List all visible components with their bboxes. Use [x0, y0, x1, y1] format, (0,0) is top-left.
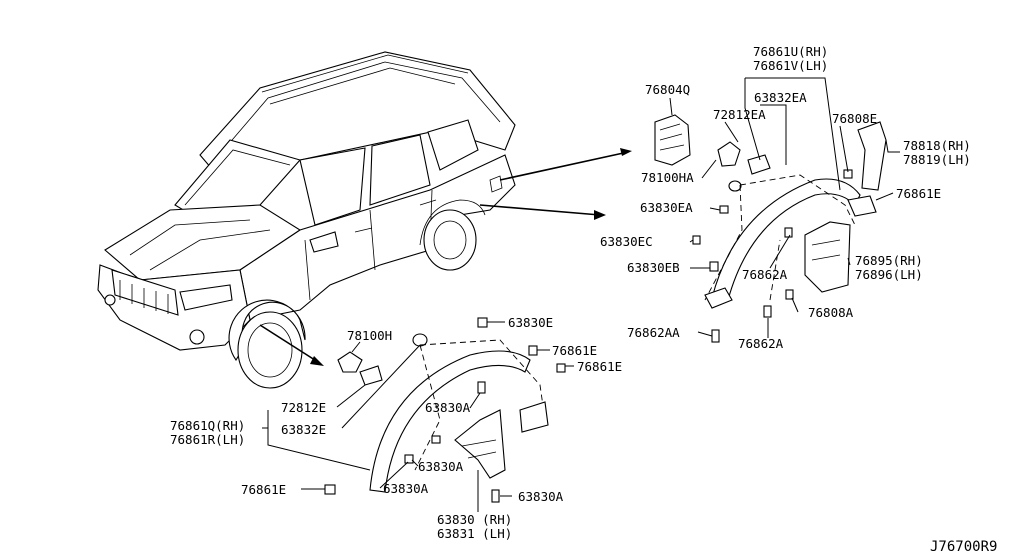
- callout-63830E: 63830E: [508, 315, 553, 330]
- front-fender-assembly: [324, 317, 566, 503]
- callout-78100HA: 78100HA: [641, 170, 694, 185]
- callout-76861U: 76861U(RH): [753, 44, 828, 59]
- leader-lines: [262, 77, 900, 512]
- callout-63830EA: 63830EA: [640, 200, 693, 215]
- callout-63830EC: 63830EC: [600, 234, 653, 249]
- vehicle-illustration: [97, 51, 516, 389]
- callout-76862A-1: 76862A: [742, 267, 788, 282]
- pointer-arrows: [259, 148, 632, 366]
- callout-76804Q: 76804Q: [645, 82, 690, 97]
- callout-76861V: 76861V(LH): [753, 58, 828, 73]
- callout-63830A-2: 63830A: [418, 459, 464, 474]
- screw-icons-front: [324, 317, 566, 503]
- callout-76862A-2: 76862A: [738, 336, 784, 351]
- callout-76861Q: 76861Q(RH): [170, 418, 245, 433]
- callout-63830EB: 63830EB: [627, 260, 680, 275]
- callout-63830A-4: 63830A: [518, 489, 564, 504]
- callout-76861R: 76861R(LH): [170, 432, 245, 447]
- callout-76861E-1: 76861E: [552, 343, 597, 358]
- callout-76861E-rear: 76861E: [896, 186, 941, 201]
- diagram-id-code: J76700R9: [930, 539, 997, 555]
- callout-76896: 76896(LH): [855, 267, 923, 282]
- callout-76808A: 76808A: [808, 305, 854, 320]
- callout-78100H: 78100H: [347, 328, 392, 343]
- callout-63832E: 63832E: [281, 422, 326, 437]
- callout-76861E-2: 76861E: [577, 359, 622, 374]
- callout-72812EA: 72812EA: [713, 107, 766, 122]
- callout-63830: 63830 (RH): [437, 512, 512, 527]
- rear-fender-assembly: [654, 114, 887, 343]
- callout-76862AA: 76862AA: [627, 325, 680, 340]
- callout-63830A-1: 63830A: [425, 400, 471, 415]
- callout-72812E: 72812E: [281, 400, 326, 415]
- callout-76808E: 76808E: [832, 111, 877, 126]
- callout-76861E-3: 76861E: [241, 482, 286, 497]
- callout-63830A-3: 63830A: [383, 481, 429, 496]
- callout-78818: 78818(RH): [903, 138, 971, 153]
- callout-labels: 76861U(RH) 76861V(LH) 76804Q 63832EA 728…: [170, 44, 997, 555]
- callout-63832EA: 63832EA: [754, 90, 807, 105]
- callout-78819: 78819(LH): [903, 152, 971, 167]
- callout-63831: 63831 (LH): [437, 526, 512, 541]
- callout-76895: 76895(RH): [855, 253, 923, 268]
